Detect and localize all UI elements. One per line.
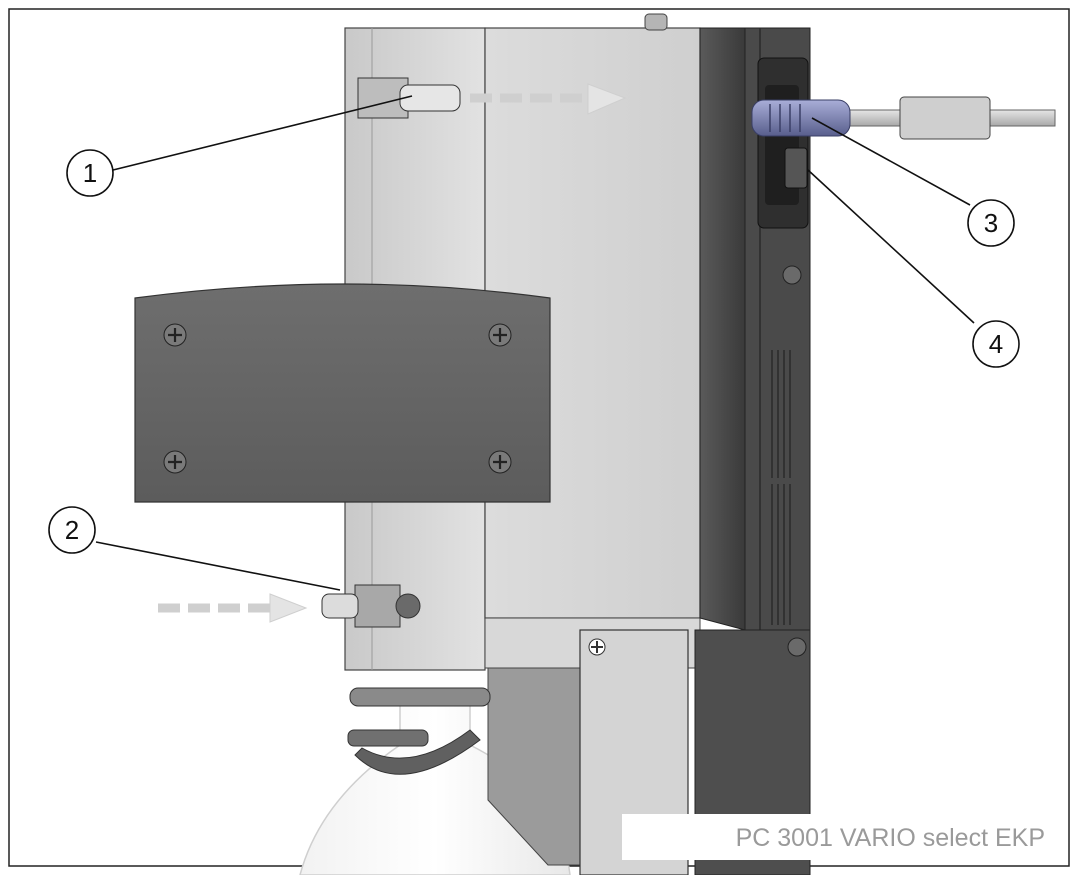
plate-screws — [163, 323, 512, 474]
flask-clamp-top — [349, 687, 491, 707]
callout-3: 3 — [967, 199, 1015, 247]
outlet-fitting-nozzle — [399, 84, 461, 112]
callout-2: 2 — [48, 506, 96, 554]
side-screw — [782, 265, 802, 285]
power-switch — [784, 147, 808, 189]
inlet-fitting-cap — [395, 593, 421, 619]
plug-grip-ribs — [769, 104, 801, 132]
outlet-flow-arrowhead — [587, 83, 627, 115]
vent-slots — [771, 350, 791, 625]
top-knob — [644, 13, 668, 31]
leader-lines — [95, 95, 975, 591]
model-caption: PC 3001 VARIO select EKP — [736, 824, 1045, 852]
column-screw — [787, 637, 807, 657]
inlet-fitting-block — [354, 584, 401, 628]
callout-4: 4 — [972, 320, 1020, 368]
callout-1: 1 — [66, 149, 114, 197]
power-plug — [751, 99, 851, 137]
mounting-plate — [134, 283, 551, 503]
callout-4-label: 4 — [989, 329, 1003, 359]
callout-1-label: 1 — [83, 158, 97, 188]
flask-clamp-lever — [354, 729, 481, 775]
flask-clamp-arm — [347, 729, 429, 747]
caption-box — [622, 814, 1062, 860]
callout-3-label: 3 — [984, 208, 998, 238]
side-panel — [699, 27, 746, 631]
cable-ferrite — [899, 96, 991, 140]
inlet-flow-arrowhead — [269, 593, 308, 623]
callout-2-label: 2 — [65, 515, 79, 545]
inlet-fitting-nozzle — [321, 593, 359, 619]
